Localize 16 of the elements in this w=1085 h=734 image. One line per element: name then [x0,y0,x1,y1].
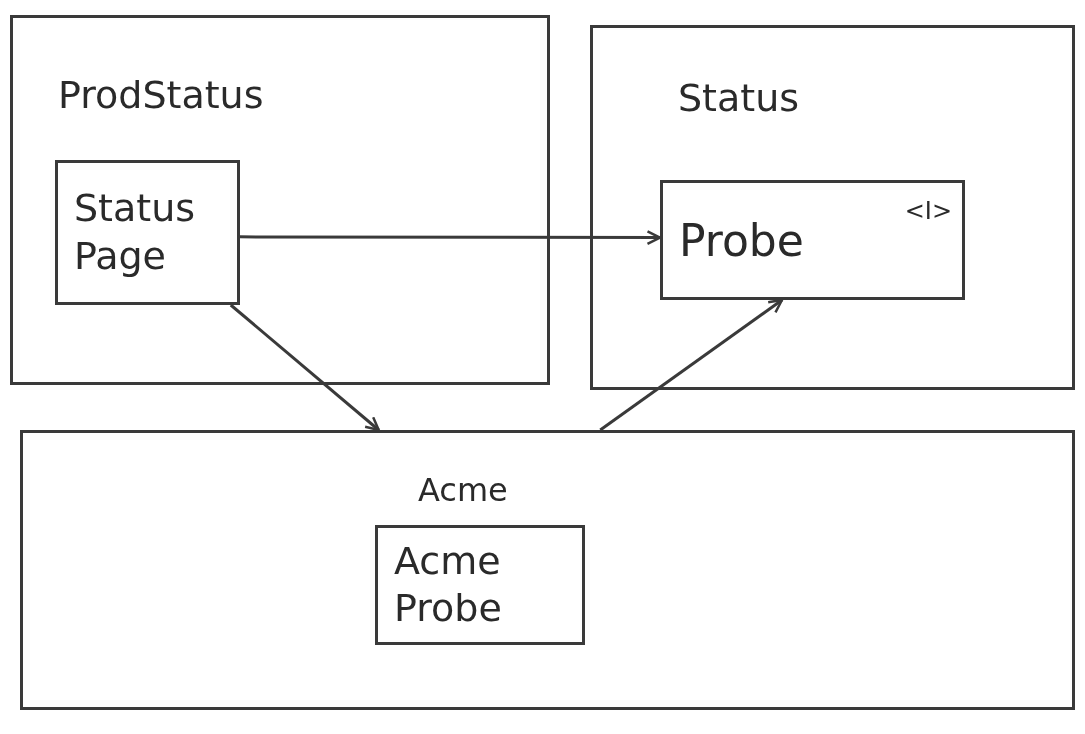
package-title: Status [678,76,800,120]
class-box [660,180,965,300]
class-box [375,525,585,645]
arrow [240,230,662,246]
arrow [229,303,380,432]
arrow [599,298,784,432]
package-box [590,25,1075,390]
package-title: Acme [418,471,508,509]
class-name: Probe [679,213,804,268]
class-box [55,160,240,305]
package-title: ProdStatus [58,73,264,117]
class-name: Acme Probe [394,537,503,632]
class-name: Status Page [74,185,197,280]
package-box [10,15,550,385]
stereotype-label: <I> [904,197,952,225]
package-box [20,430,1075,710]
